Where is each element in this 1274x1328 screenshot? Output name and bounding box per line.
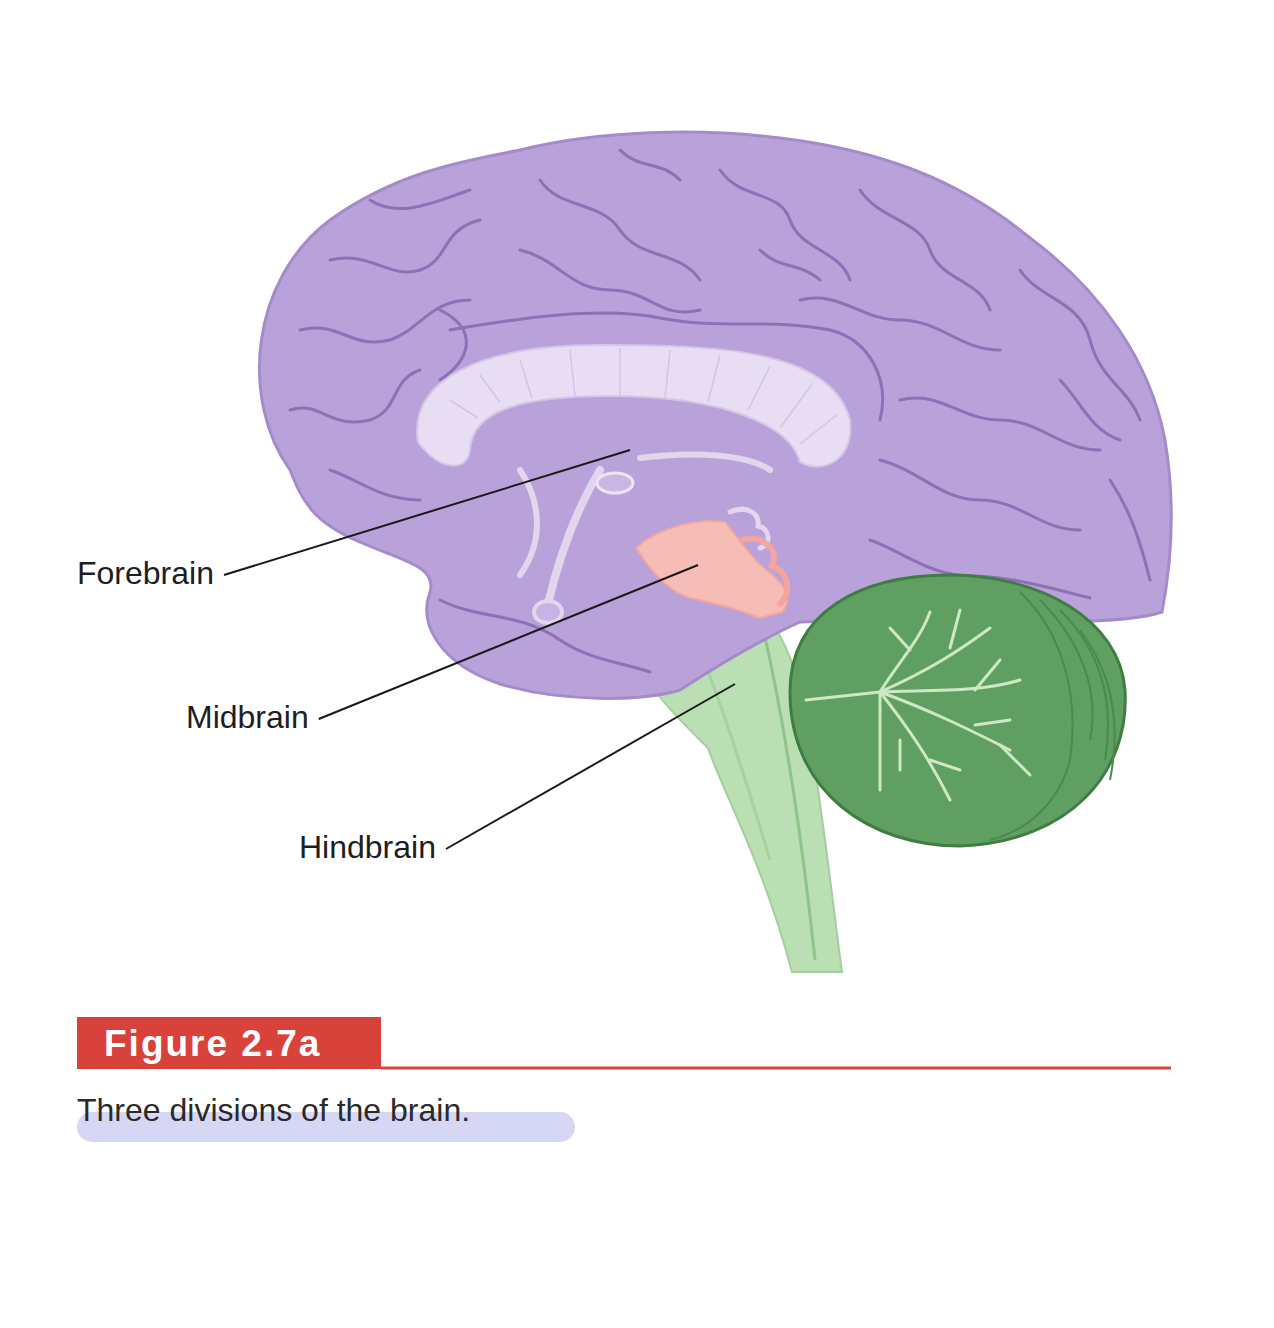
corpus-callosum bbox=[417, 345, 850, 466]
midbrain-region bbox=[636, 521, 787, 618]
figure-caption: Three divisions of the brain. bbox=[77, 1094, 470, 1126]
leader-line bbox=[224, 450, 630, 575]
leader-lines bbox=[224, 450, 735, 849]
part-label: Forebrain bbox=[77, 557, 214, 589]
pituitary bbox=[534, 601, 562, 623]
part-label: Midbrain bbox=[186, 701, 309, 733]
figure-number: Figure 2.7a bbox=[104, 1025, 321, 1062]
leader-line bbox=[446, 684, 735, 849]
brainstem-contour bbox=[700, 650, 770, 860]
cerebellum bbox=[790, 575, 1125, 846]
fornix bbox=[640, 454, 770, 470]
leader-line bbox=[319, 565, 698, 719]
hypothalamus-border bbox=[548, 470, 600, 604]
part-label: Hindbrain bbox=[299, 831, 436, 863]
figure-badge bbox=[77, 1017, 381, 1069]
optic-region bbox=[520, 470, 537, 575]
figure-rule bbox=[381, 1067, 1171, 1070]
corpus-callosum-fibers bbox=[450, 348, 838, 444]
tectum bbox=[742, 539, 787, 604]
thalamus-adhesion bbox=[597, 473, 633, 493]
cerebellum-folia bbox=[990, 592, 1115, 840]
arbor-vitae bbox=[806, 610, 1030, 800]
